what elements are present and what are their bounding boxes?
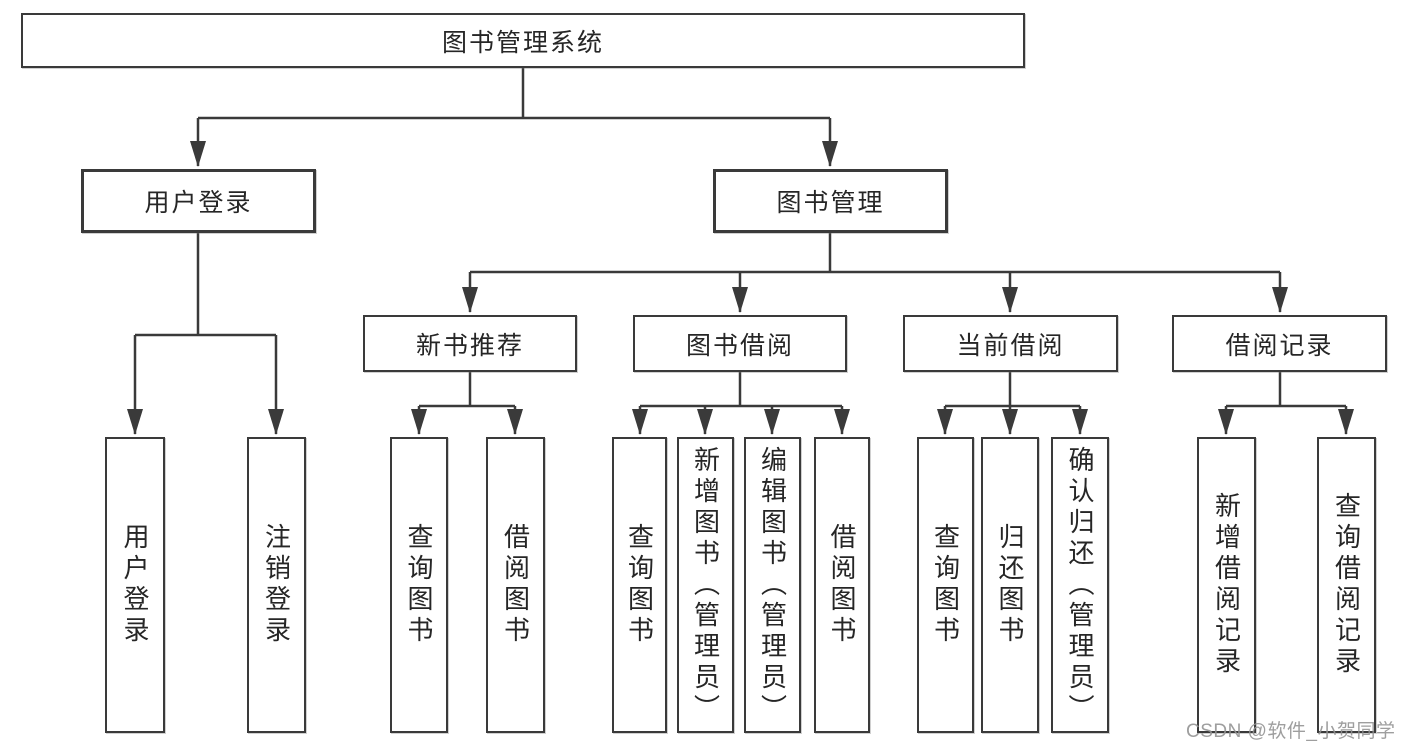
leaf-newbook-borrow-books: 借阅图书 xyxy=(486,437,545,733)
node-new-book-recommend: 新书推荐 xyxy=(363,315,577,372)
leaf-user-login: 用户登录 xyxy=(105,437,165,733)
connector-root-stem xyxy=(198,68,830,120)
leaf-current-query-books: 查询图书 xyxy=(917,437,974,733)
leaf-newbook-query-books: 查询图书 xyxy=(390,437,448,733)
node-book-management-label: 图书管理 xyxy=(776,189,885,217)
leaf-newbook-borrow-books-label: 借阅图书 xyxy=(500,523,531,647)
connector-current-stem xyxy=(945,372,1080,408)
leaf-edit-book-admin: 编辑图书（管理员） xyxy=(744,437,801,733)
node-book-borrowing: 图书借阅 xyxy=(633,315,847,372)
node-root: 图书管理系统 xyxy=(21,13,1025,68)
node-new-book-recommend-label: 新书推荐 xyxy=(415,331,524,360)
leaf-edit-book-admin-label: 编辑图书（管理员） xyxy=(757,445,788,725)
leaf-logout-label: 注销登录 xyxy=(261,523,292,647)
leaf-confirm-return-admin-label: 确认归还（管理员） xyxy=(1065,445,1095,725)
leaf-borrow-query-books-label: 查询图书 xyxy=(624,523,655,647)
leaf-borrow-books: 借阅图书 xyxy=(814,437,870,733)
watermark-text: CSDN @软件_小贺同学 xyxy=(1186,721,1396,742)
leaf-add-borrow-record-label: 新增借阅记录 xyxy=(1211,492,1242,678)
connector-borrow-stem xyxy=(640,372,842,408)
leaf-user-login-label: 用户登录 xyxy=(120,523,150,647)
leaf-newbook-query-books-label: 查询图书 xyxy=(404,523,434,647)
connector-login-stem xyxy=(135,233,276,337)
leaf-current-query-books-label: 查询图书 xyxy=(930,523,961,647)
node-book-management: 图书管理 xyxy=(713,169,948,233)
leaf-borrow-query-books: 查询图书 xyxy=(612,437,667,733)
leaf-add-book-admin-label: 新增图书（管理员） xyxy=(690,445,721,725)
node-borrowing-records-label: 借阅记录 xyxy=(1225,331,1334,360)
leaf-return-book: 归还图书 xyxy=(981,437,1039,733)
node-current-borrowing: 当前借阅 xyxy=(903,315,1118,372)
connector-newbook-stem xyxy=(419,372,515,408)
node-book-borrowing-label: 图书借阅 xyxy=(685,331,794,360)
connector-mgmt-stem xyxy=(470,233,1280,274)
node-user-login: 用户登录 xyxy=(81,169,316,233)
leaf-add-borrow-record: 新增借阅记录 xyxy=(1197,437,1256,733)
node-borrowing-records: 借阅记录 xyxy=(1172,315,1387,372)
leaf-query-borrow-record: 查询借阅记录 xyxy=(1317,437,1376,733)
leaf-confirm-return-admin: 确认归还（管理员） xyxy=(1051,437,1109,733)
leaf-borrow-books-label: 借阅图书 xyxy=(827,523,857,647)
node-root-label: 图书管理系统 xyxy=(441,28,604,57)
node-current-borrowing-label: 当前借阅 xyxy=(956,331,1065,360)
node-user-login-label: 用户登录 xyxy=(144,189,253,217)
connector-records-stem xyxy=(1226,372,1346,408)
leaf-add-book-admin: 新增图书（管理员） xyxy=(677,437,734,733)
leaf-logout: 注销登录 xyxy=(247,437,306,733)
leaf-return-book-label: 归还图书 xyxy=(995,523,1025,647)
leaf-query-borrow-record-label: 查询借阅记录 xyxy=(1331,492,1362,678)
